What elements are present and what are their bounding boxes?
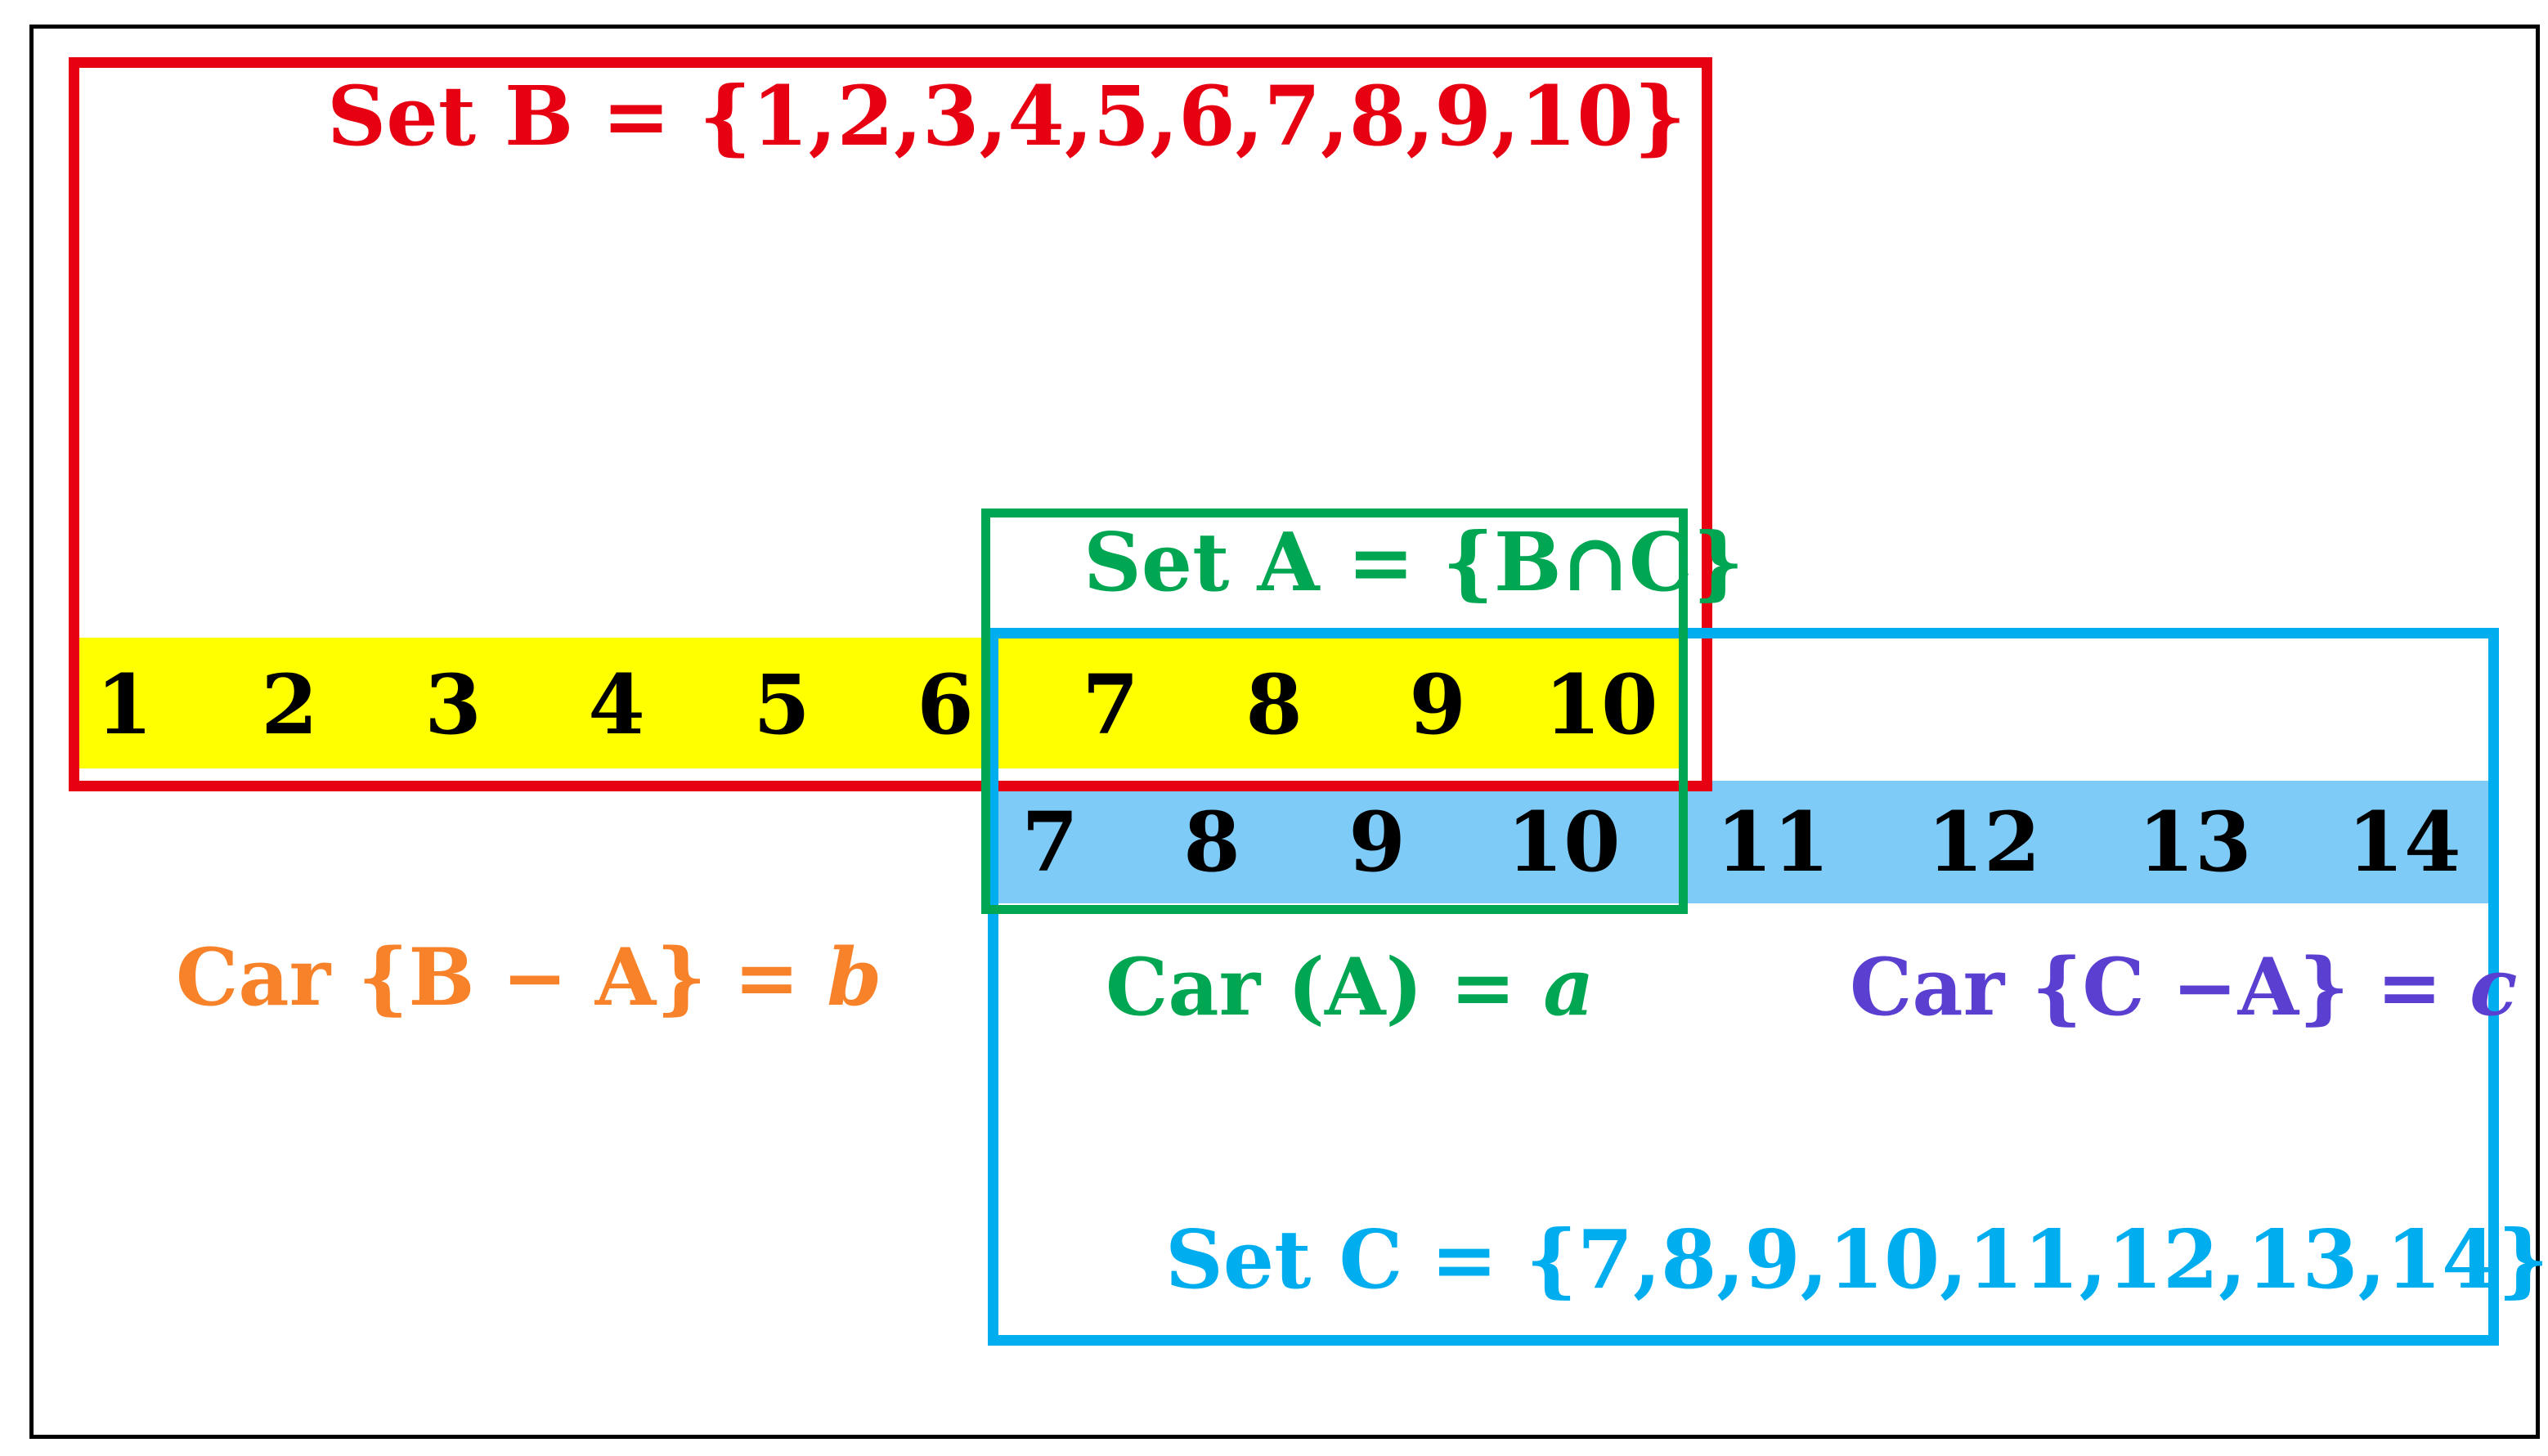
- car-c-minus-a-var: c: [2469, 941, 2518, 1033]
- set-b-element: 9: [1409, 656, 1466, 753]
- set-c-element: 13: [2138, 794, 2252, 890]
- car-c-minus-a-text: Car {C −A} =: [1850, 941, 2470, 1033]
- car-a-var: a: [1543, 941, 1595, 1033]
- set-c-box: [988, 628, 2499, 1346]
- set-b-element: 7: [1082, 656, 1139, 753]
- car-c-minus-a-label: Car {C −A} = c: [1850, 948, 2518, 1027]
- set-b-element: 3: [424, 656, 482, 753]
- set-b-element: 10: [1544, 656, 1658, 753]
- set-c-band: [998, 781, 2494, 903]
- car-a-text: Car (A) =: [1106, 941, 1544, 1033]
- set-c-element: 11: [1716, 794, 1830, 890]
- car-b-minus-a-text: Car {B − A} =: [176, 931, 828, 1024]
- set-a-title: Set A = {B∩C}: [1083, 516, 1744, 610]
- diagram-frame: [29, 25, 2540, 1439]
- set-b-element: 8: [1245, 656, 1303, 753]
- set-b-element: 2: [261, 656, 318, 753]
- car-b-minus-a-var: b: [827, 931, 882, 1024]
- car-b-minus-a-label: Car {B − A} = b: [176, 939, 881, 1017]
- set-a-box: [981, 508, 1688, 914]
- set-b-element: 5: [753, 656, 810, 753]
- set-b-element: 6: [917, 656, 974, 753]
- set-c-element: 14: [2347, 794, 2461, 890]
- set-b-box: [69, 57, 1712, 791]
- set-c-element: 8: [1183, 794, 1240, 890]
- set-c-title: Set C = {7,8,9,10,11,12,13,14}: [1165, 1213, 2548, 1307]
- set-b-element: 4: [588, 656, 645, 753]
- car-a-label: Car (A) = a: [1106, 948, 1594, 1027]
- set-b-element: 1: [96, 656, 153, 753]
- set-b-title: Set B = {1,2,3,4,5,6,7,8,9,10}: [327, 68, 1687, 164]
- set-c-element: 9: [1348, 794, 1406, 890]
- set-b-band: [78, 638, 1680, 768]
- set-c-element: 7: [1021, 794, 1079, 890]
- set-c-element: 12: [1927, 794, 2041, 890]
- set-c-element: 10: [1506, 794, 1621, 890]
